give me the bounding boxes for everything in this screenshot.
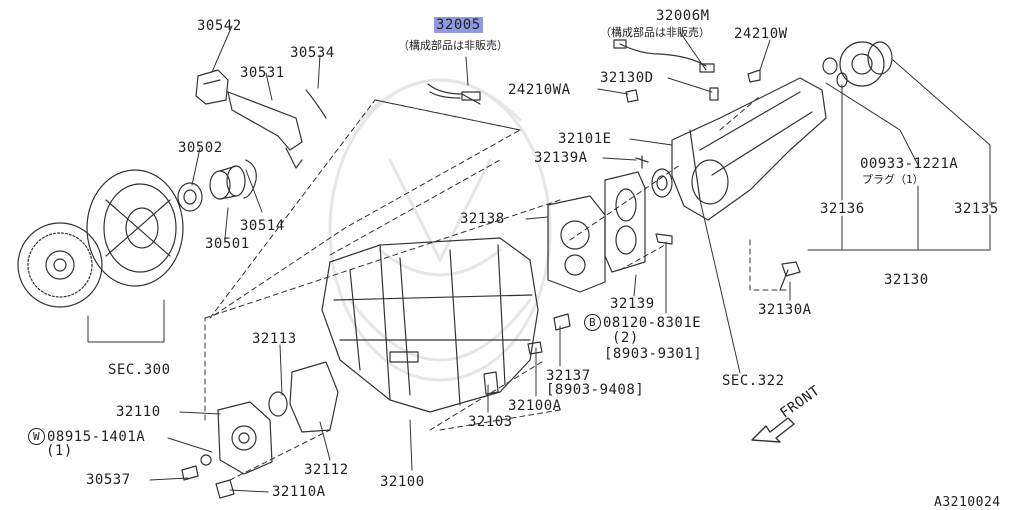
label-08915-qty: (1) (46, 443, 73, 459)
clip-bracket (747, 69, 761, 83)
note-32006m: （構成部品は非販売） (600, 26, 710, 39)
label-32005[interactable]: 32005 (434, 17, 483, 33)
wire-harness (427, 83, 481, 105)
transmission-case (321, 237, 539, 413)
label-32130d: 32130D (600, 70, 654, 86)
label-sec322[interactable]: SEC.322 (722, 373, 785, 389)
clutch-cover (86, 169, 184, 287)
label-32112: 32112 (304, 462, 349, 478)
label-30542: 30542 (197, 18, 242, 34)
label-30534: 30534 (290, 45, 335, 61)
label-32137-range: [8903-9408] (546, 382, 645, 398)
switch (709, 87, 719, 101)
label-sec300[interactable]: SEC.300 (108, 362, 171, 378)
label-00933: 00933-1221A (860, 156, 959, 172)
label-08120-text: 08120-8301E (603, 315, 702, 331)
w-marker: W (28, 428, 45, 445)
gasket (604, 171, 646, 273)
guide-lines (204, 95, 791, 481)
label-32130: 32130 (884, 272, 929, 288)
label-30502: 30502 (178, 140, 223, 156)
label-32110: 32110 (116, 404, 161, 420)
label-32138: 32138 (460, 211, 505, 227)
bolts (181, 155, 801, 499)
clip-bracket-2 (625, 89, 639, 103)
label-32113: 32113 (252, 331, 297, 347)
label-32139: 32139 (610, 296, 655, 312)
leader-lines (87, 25, 991, 493)
label-32103: 32103 (468, 414, 513, 430)
label-32005-highlight[interactable]: 32005 (434, 17, 483, 33)
label-30514: 30514 (240, 218, 285, 234)
note-00933: プラグ（1） (862, 173, 924, 186)
release-bearing (177, 182, 203, 212)
switch-harness (613, 39, 715, 73)
return-spring (305, 89, 327, 119)
washer (836, 72, 848, 88)
label-32135: 32135 (954, 201, 999, 217)
label-24210wa: 24210WA (508, 82, 571, 98)
label-32100: 32100 (380, 474, 425, 490)
clutch-disc (17, 222, 103, 308)
front-seal (268, 391, 288, 417)
drain-plug (822, 57, 838, 75)
label-32139a: 32139A (534, 150, 588, 166)
label-32136: 32136 (820, 201, 865, 217)
label-30531: 30531 (240, 65, 285, 81)
watermark-logo (328, 78, 552, 382)
rear-extension (671, 77, 827, 221)
b-marker: B (584, 314, 601, 331)
note-32005: （構成部品は非販売） (398, 39, 508, 52)
label-08120-qty: (2) (612, 330, 639, 346)
label-32100a: 32100A (508, 398, 562, 414)
front-arrow-icon (751, 417, 795, 443)
adapter-plate (547, 195, 606, 293)
rear-seal (839, 41, 893, 87)
label-32101e: 32101E (558, 131, 612, 147)
label-30501: 30501 (205, 236, 250, 252)
oil-seal (651, 168, 673, 198)
label-24210w: 24210W (734, 26, 788, 42)
label-30537: 30537 (86, 472, 131, 488)
retainer-clip (243, 159, 257, 199)
diagram-id: A3210024 (934, 495, 1001, 510)
bearing-sleeve (209, 165, 246, 200)
front-gasket (289, 361, 339, 433)
label-32130a: 32130A (758, 302, 812, 318)
label-32110a: 32110A (272, 484, 326, 500)
label-32006m: 32006M (656, 8, 710, 24)
label-32137: 32137 (546, 368, 591, 384)
dust-boot (195, 69, 229, 105)
label-08120-range: [8903-9301] (604, 346, 703, 362)
withdrawal-lever (227, 91, 303, 169)
label-08915-text: 08915-1401A (47, 429, 146, 445)
front-cover (217, 401, 273, 475)
